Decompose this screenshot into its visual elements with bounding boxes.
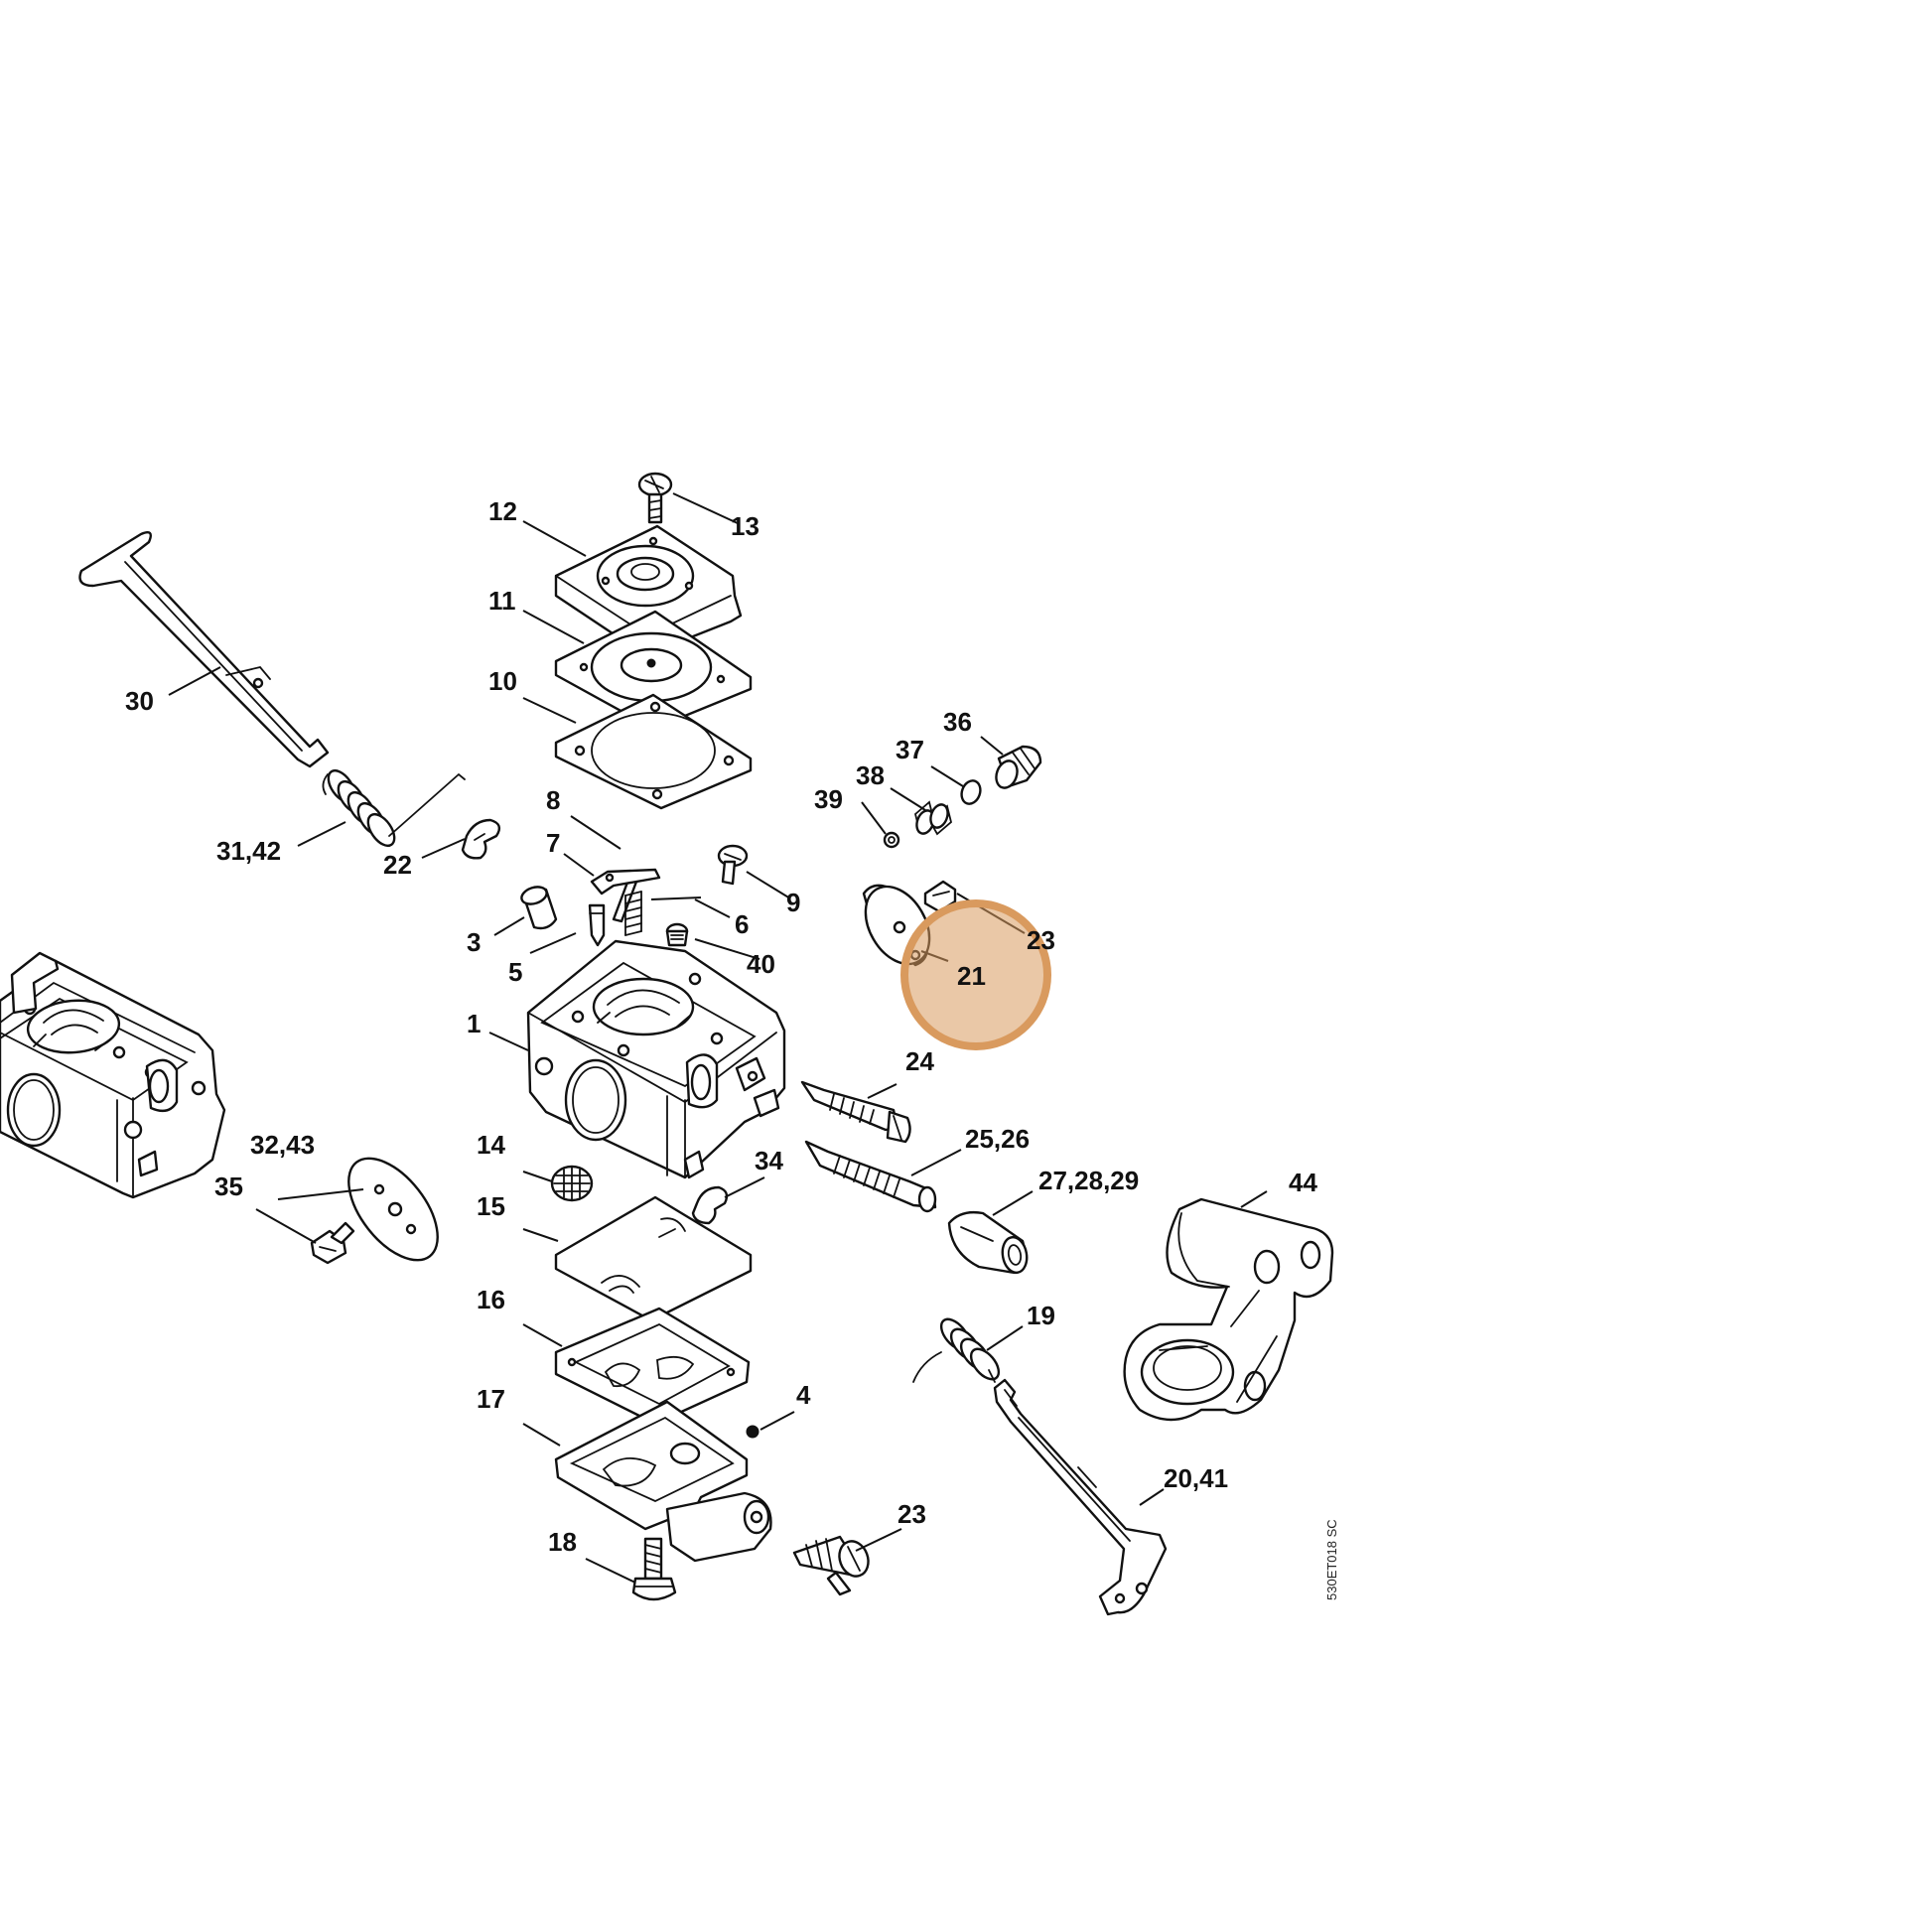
label-14: 14: [477, 1130, 505, 1160]
label-11: 11: [488, 586, 516, 616]
adjusting-bush-part: [995, 745, 1042, 789]
inlet-needle-part: [588, 903, 606, 947]
label-24: 24: [905, 1046, 934, 1076]
screw-23-upper-part: [923, 880, 957, 913]
screw-9-part: [717, 844, 749, 886]
torsion-spring-part: [322, 768, 466, 848]
label-40: 40: [747, 949, 775, 979]
low-speed-screw-part: [804, 1140, 937, 1213]
label-3: 3: [467, 927, 481, 957]
valve-jet-40-part: [665, 922, 689, 947]
label-1: 1: [467, 1009, 481, 1038]
label-22: 22: [383, 850, 412, 880]
label-21: 21: [957, 961, 986, 991]
label-18: 18: [548, 1527, 577, 1557]
high-speed-screw-part: [800, 1080, 911, 1144]
pump-diaphragm-part: [554, 1307, 751, 1426]
e-clip-34-part: [691, 1185, 729, 1225]
strainer-part: [550, 1165, 594, 1202]
end-cover-part: [554, 524, 743, 657]
carburetor-body-1-part: [526, 939, 786, 1179]
metering-diaphragm-part: [554, 610, 753, 731]
label-34: 34: [755, 1146, 783, 1175]
label-27-28-29: 27,28,29: [1038, 1166, 1139, 1195]
label-17: 17: [477, 1384, 505, 1414]
label-16: 16: [477, 1285, 505, 1314]
gasket-10-part: [554, 693, 753, 810]
drawing-reference-code: 530ET018 SC: [1324, 1519, 1339, 1600]
label-12: 12: [488, 496, 517, 526]
fuel-nipple-left-part: [10, 951, 60, 1015]
washer-39-part: [883, 831, 900, 849]
throttle-valve-part: [347, 1157, 439, 1262]
callout-labels: 12 13 11 10 30 31,42 22 8 7 9 6 3 5 40 1…: [125, 496, 1317, 1557]
label-7: 7: [546, 828, 560, 858]
spring-38-part: [913, 800, 953, 836]
label-36: 36: [943, 707, 972, 737]
gasket-15-part: [554, 1195, 753, 1322]
compression-spring-6-part: [624, 891, 642, 936]
o-ring-37-part: [960, 779, 982, 805]
torsion-spring-19-part: [912, 1317, 1001, 1383]
carburetor-body-left-part: [0, 959, 226, 1199]
label-31-42: 31,42: [216, 836, 281, 866]
label-15: 15: [477, 1191, 505, 1221]
label-38: 38: [856, 760, 885, 790]
label-20-41: 20,41: [1164, 1463, 1228, 1493]
fillister-screw-part: [310, 1221, 355, 1265]
limiter-cap-part: [947, 1210, 1029, 1275]
inlet-control-lever-part: [590, 868, 661, 896]
label-13: 13: [731, 511, 759, 541]
label-5: 5: [508, 957, 522, 987]
check-ball-part: [746, 1425, 759, 1439]
plug-3-part: [520, 886, 558, 930]
label-30: 30: [125, 686, 154, 716]
e-clip-part: [461, 818, 501, 860]
label-4: 4: [796, 1380, 811, 1410]
label-39: 39: [814, 784, 843, 814]
carburetor-bracket-part: [1123, 1197, 1334, 1422]
label-6: 6: [735, 909, 749, 939]
label-32-43: 32,43: [250, 1130, 315, 1160]
label-23-lower: 23: [897, 1499, 926, 1529]
label-19: 19: [1027, 1301, 1055, 1330]
highlight-marker: [900, 899, 1051, 1050]
adjusting-screw-23-part: [792, 1535, 870, 1596]
choke-shaft-part: [993, 1378, 1168, 1616]
label-25-26: 25,26: [965, 1124, 1030, 1154]
screw-18-part: [631, 1537, 677, 1601]
pump-cover-part: [554, 1400, 772, 1563]
label-44: 44: [1289, 1168, 1317, 1197]
label-35: 35: [214, 1172, 243, 1201]
throttle-shaft-part: [78, 531, 330, 768]
label-8: 8: [546, 785, 560, 815]
label-10: 10: [488, 666, 517, 696]
label-23-upper: 23: [1027, 925, 1055, 955]
label-37: 37: [896, 735, 924, 764]
screw-13-part: [637, 472, 673, 524]
label-9: 9: [786, 888, 800, 917]
